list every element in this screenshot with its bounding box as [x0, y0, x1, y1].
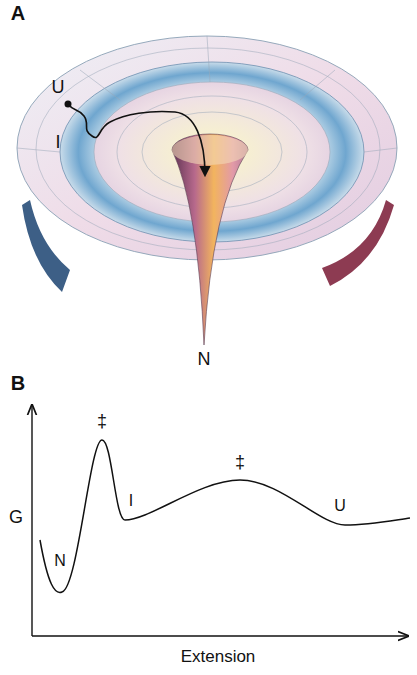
state-label: U — [52, 78, 65, 98]
funnel-mouth — [172, 135, 248, 165]
funnel-surface — [17, 36, 397, 345]
native-funnel — [172, 134, 248, 345]
y-axis — [31, 405, 32, 636]
transition-mark: ‡ — [235, 453, 245, 473]
state-label: I — [129, 492, 133, 510]
panel-letter: B — [11, 372, 25, 394]
folding-path — [68, 104, 205, 175]
state-label: N — [54, 552, 66, 570]
transition-mark: ‡ — [97, 412, 107, 432]
axis-label: Extension — [181, 648, 256, 667]
state-label: I — [55, 133, 60, 153]
state-label: U — [334, 497, 346, 515]
panel-letter: A — [11, 2, 25, 24]
axis-label: G — [9, 508, 23, 528]
x-axis — [32, 635, 408, 636]
free-energy-curve — [40, 440, 410, 592]
state-label: N — [198, 350, 211, 370]
